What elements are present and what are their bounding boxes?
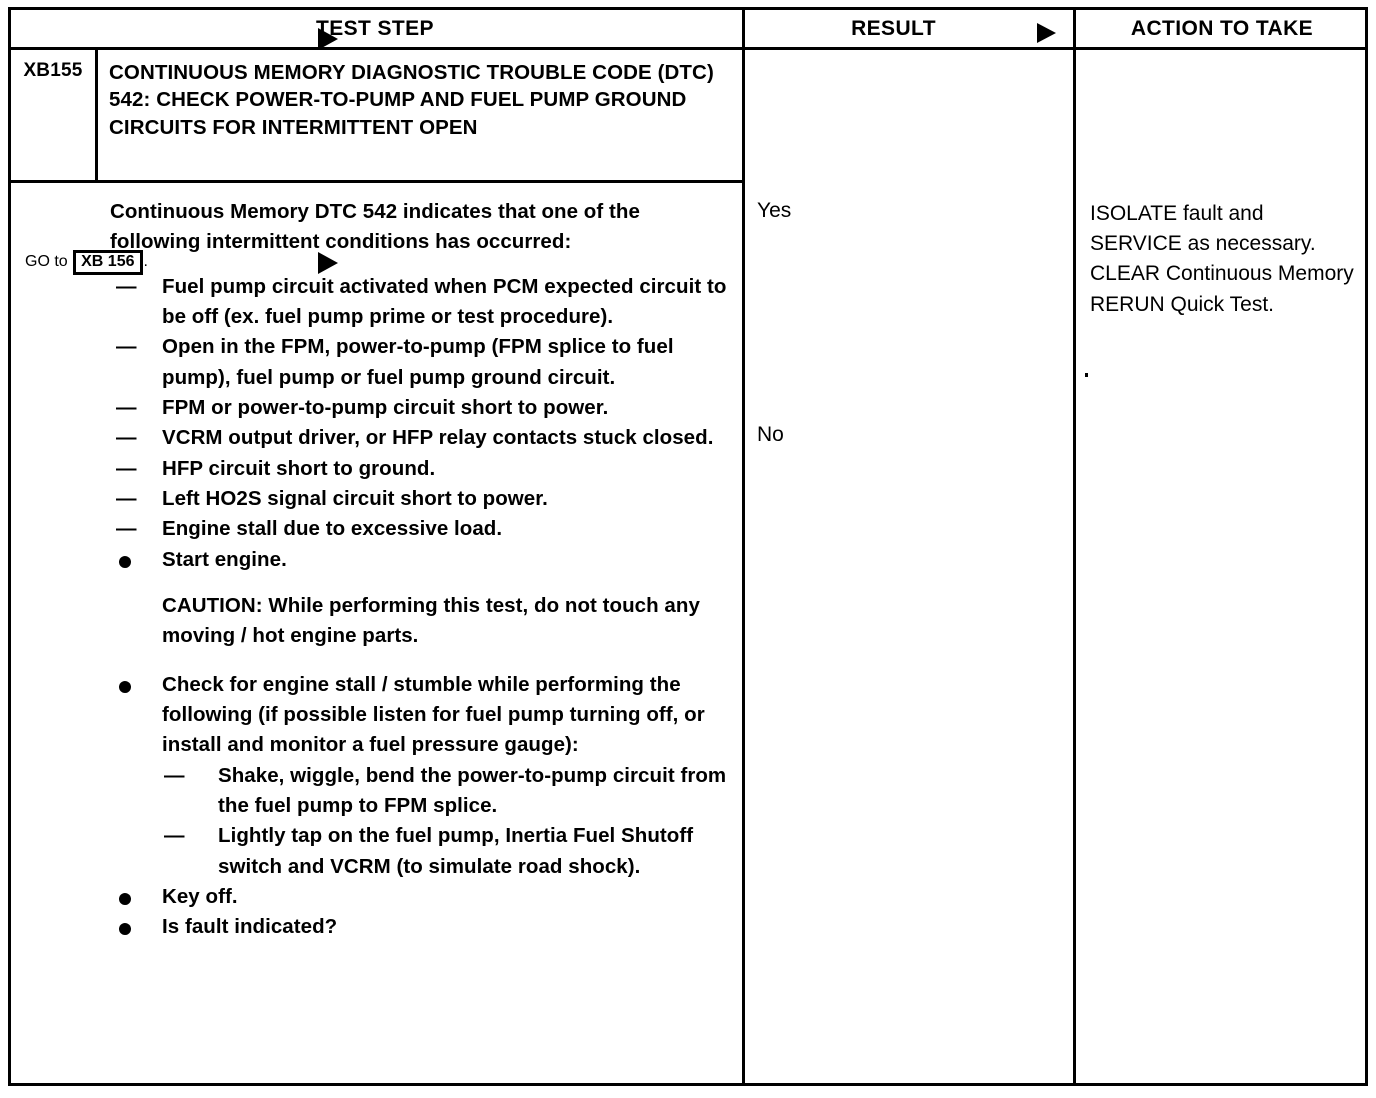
list-item-text: Key off. xyxy=(162,884,238,908)
dash-marker: — xyxy=(116,456,137,480)
list-item: — Shake, wiggle, bend the power-to-pump … xyxy=(110,761,733,822)
condition-list: — Fuel pump circuit activated when PCM e… xyxy=(110,272,733,575)
list-item-text: Left HO2S signal circuit short to power. xyxy=(162,486,548,510)
list-item-text: Start engine. xyxy=(162,547,287,571)
right-triangle-icon xyxy=(318,252,338,274)
dash-marker: — xyxy=(116,486,137,510)
bullet-marker xyxy=(119,892,131,905)
dash-marker: — xyxy=(164,824,185,848)
list-item-text: FPM or power-to-pump circuit short to po… xyxy=(162,395,609,419)
dash-marker: — xyxy=(116,395,137,419)
column-divider-test-result xyxy=(742,50,745,1083)
list-item-text: Open in the FPM, power-to-pump (FPM spli… xyxy=(162,335,674,389)
step-reference-xb156[interactable]: XB 156 xyxy=(73,250,143,275)
test-step-body: Continuous Memory DTC 542 indicates that… xyxy=(98,183,739,1083)
list-item-text: Engine stall due to excessive load. xyxy=(162,517,503,541)
result-yes-label: Yes xyxy=(757,199,792,222)
column-header-action-to-take: ACTION TO TAKE xyxy=(1073,10,1368,47)
result-column: Yes No xyxy=(745,183,1073,1083)
list-item-text: Shake, wiggle, bend the power-to-pump ci… xyxy=(218,763,727,817)
action-no-text: GO to XB 156. xyxy=(25,250,148,275)
list-item: — HFP circuit short to ground. xyxy=(110,454,733,484)
caution-text: CAUTION: While performing this test, do … xyxy=(162,593,700,648)
list-item-text: HFP circuit short to ground. xyxy=(162,456,436,480)
result-no-label: No xyxy=(757,423,784,446)
column-header-result: RESULT xyxy=(742,10,1042,47)
dash-marker: — xyxy=(164,763,185,787)
dash-marker: — xyxy=(116,274,137,298)
list-item: Start engine. xyxy=(110,545,733,575)
list-item: Is fault indicated? xyxy=(110,912,733,942)
action-no-prefix: GO to xyxy=(25,253,73,270)
list-item: — Left HO2S signal circuit short to powe… xyxy=(110,484,733,514)
action-column: ISOLATE fault and SERVICE as necessary. … xyxy=(1076,183,1365,1083)
scan-artifact-dot xyxy=(1085,373,1088,377)
list-item: — VCRM output driver, or HFP relay conta… xyxy=(110,423,733,453)
right-triangle-icon xyxy=(318,28,338,50)
column-header-test-step: TEST STEP xyxy=(316,16,434,40)
list-item: Check for engine stall / stumble while p… xyxy=(110,670,733,761)
list-item-text: VCRM output driver, or HFP relay contact… xyxy=(162,426,714,450)
right-triangle-icon xyxy=(1037,23,1056,43)
diagnostic-table: TEST STEP RESULT ACTION TO TAKE XB155 CO… xyxy=(8,7,1368,1086)
list-item-text: Is fault indicated? xyxy=(162,915,338,939)
list-item: — Fuel pump circuit activated when PCM e… xyxy=(110,272,733,333)
step-intro-text: Continuous Memory DTC 542 indicates that… xyxy=(110,200,640,254)
bullet-marker xyxy=(119,923,131,936)
action-yes-text: ISOLATE fault and SERVICE as necessary. … xyxy=(1090,202,1354,316)
step-title-row: XB155 CONTINUOUS MEMORY DIAGNOSTIC TROUB… xyxy=(11,50,742,183)
list-item: — Open in the FPM, power-to-pump (FPM sp… xyxy=(110,332,733,393)
column-divider-result-action xyxy=(1073,50,1076,1083)
list-item: Key off. xyxy=(110,882,733,912)
dash-marker: — xyxy=(116,426,137,450)
list-item: — FPM or power-to-pump circuit short to … xyxy=(110,393,733,423)
list-item: — Lightly tap on the fuel pump, Inertia … xyxy=(110,821,733,882)
step-title-text: CONTINUOUS MEMORY DIAGNOSTIC TROUBLE COD… xyxy=(109,61,714,139)
list-item-text: Lightly tap on the fuel pump, Inertia Fu… xyxy=(218,824,694,878)
procedure-list: Check for engine stall / stumble while p… xyxy=(110,670,733,943)
list-item-text: Check for engine stall / stumble while p… xyxy=(162,672,705,757)
dash-marker: — xyxy=(116,517,137,541)
list-item: — Engine stall due to excessive load. xyxy=(110,514,733,544)
bullet-marker xyxy=(119,555,131,568)
bullet-marker xyxy=(119,680,131,693)
step-code-label: XB155 xyxy=(11,50,98,180)
table-header-row: TEST STEP RESULT ACTION TO TAKE xyxy=(11,10,1365,50)
dash-marker: — xyxy=(116,335,137,359)
list-item-text: Fuel pump circuit activated when PCM exp… xyxy=(162,274,727,328)
action-no-suffix: . xyxy=(143,253,148,270)
